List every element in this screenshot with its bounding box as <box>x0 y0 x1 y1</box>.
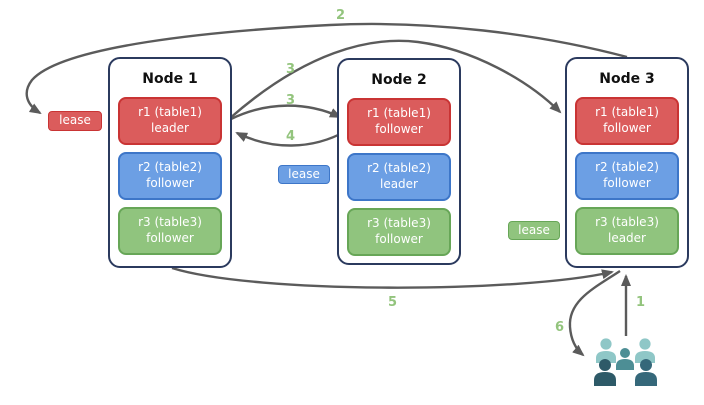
arrow-step2-node3-to-lease1 <box>25 22 628 115</box>
arrow-step3-leader-to-node2 <box>230 104 342 121</box>
arrow-step6-node3-to-clients <box>568 270 621 357</box>
node-1-replica-r1: r1 (table1) leader <box>118 97 222 145</box>
node-2-replica-r3: r3 (table3) follower <box>347 208 451 256</box>
replica-role: follower <box>375 122 423 136</box>
replica-label: r1 (table1) <box>367 106 431 121</box>
node-1-box: Node 1 r1 (table1) leader r2 (table2) fo… <box>108 57 232 268</box>
arrow-step5-node1-to-node3 <box>171 266 614 289</box>
step-label-6: 6 <box>555 320 565 335</box>
step-label-5: 5 <box>388 295 398 310</box>
node-2-replica-r1: r1 (table1) follower <box>347 98 451 146</box>
step-label-1: 1 <box>636 295 646 310</box>
lease-badge-table3: lease <box>508 221 560 240</box>
arrow-step3-leader-to-node3 <box>228 39 562 120</box>
replica-role: follower <box>375 232 423 246</box>
replica-label: r2 (table2) <box>367 161 431 176</box>
node-3-replica-r2: r2 (table2) follower <box>575 152 679 200</box>
replica-label: r1 (table1) <box>595 105 659 120</box>
node-2-title: Node 2 <box>371 72 427 88</box>
replica-label: r2 (table2) <box>138 160 202 175</box>
users-group-icon <box>594 338 657 386</box>
node-3-box: Node 3 r1 (table1) follower r2 (table2) … <box>565 57 689 268</box>
replica-role: follower <box>146 231 194 245</box>
node-3-title: Node 3 <box>599 71 655 87</box>
node-1-replica-r2: r2 (table2) follower <box>118 152 222 200</box>
node-3-replica-r1: r1 (table1) follower <box>575 97 679 145</box>
step-label-2: 2 <box>336 8 346 23</box>
lease-badge-table2: lease <box>278 165 330 184</box>
replica-label: r2 (table2) <box>595 160 659 175</box>
node-2-box: Node 2 r1 (table1) follower r2 (table2) … <box>337 58 461 265</box>
node-1-replica-r3: r3 (table3) follower <box>118 207 222 255</box>
replica-label: r1 (table1) <box>138 105 202 120</box>
step-label-4: 4 <box>286 129 296 144</box>
replica-role: leader <box>607 231 646 245</box>
replica-role: follower <box>146 176 194 190</box>
arrow-step4-node2-to-leader <box>235 129 347 147</box>
replica-role: follower <box>603 121 651 135</box>
replica-role: leader <box>379 177 418 191</box>
replica-role: follower <box>603 176 651 190</box>
replica-label: r3 (table3) <box>138 215 202 230</box>
replica-label: r3 (table3) <box>595 215 659 230</box>
node-2-replica-r2: r2 (table2) leader <box>347 153 451 201</box>
lease-badge-table1: lease <box>48 111 102 131</box>
node-1-title: Node 1 <box>142 71 198 87</box>
replica-role: leader <box>150 121 189 135</box>
node-3-replica-r3: r3 (table3) leader <box>575 207 679 255</box>
step-label-3b: 3 <box>286 93 296 108</box>
replica-label: r3 (table3) <box>367 216 431 231</box>
step-label-3a: 3 <box>286 62 296 77</box>
